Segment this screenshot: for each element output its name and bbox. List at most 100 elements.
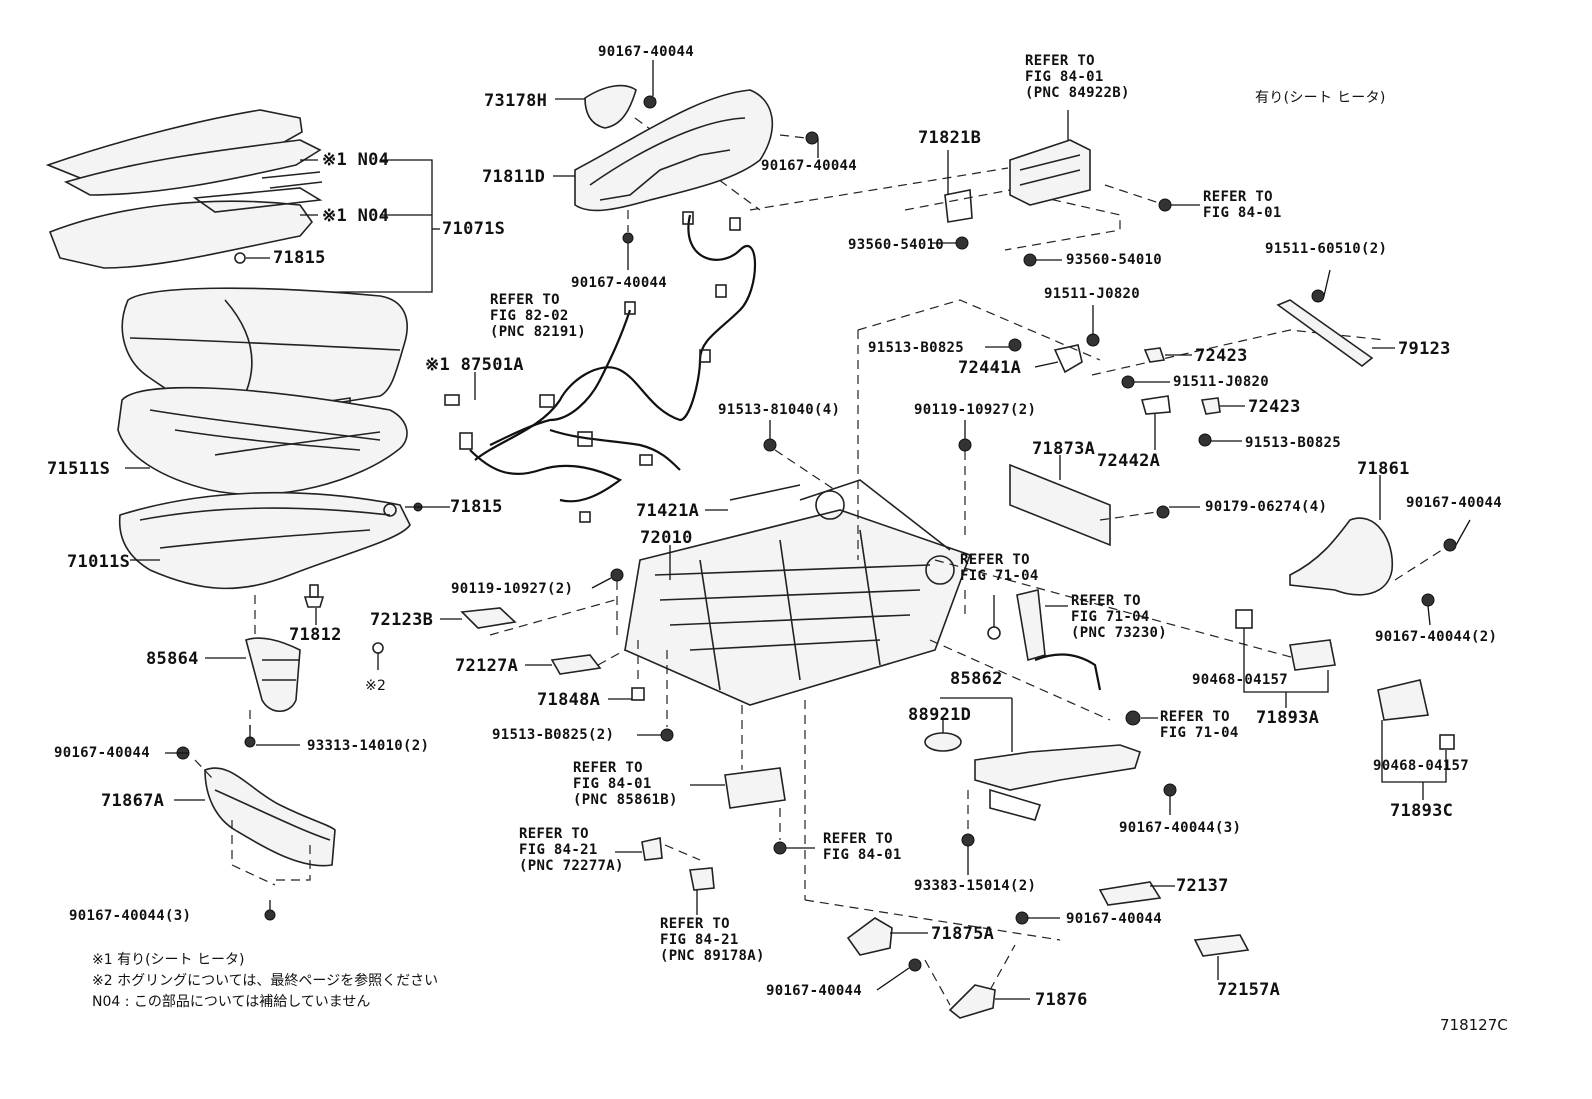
part-label-72423[interactable]: 72423 (1195, 346, 1248, 366)
part-label-93560-54010[interactable]: 93560-54010 (848, 237, 945, 253)
part-label-71421A[interactable]: 71421A (636, 501, 700, 521)
part-label-91513-b0825[interactable]: 91513-B0825(2) (492, 727, 615, 743)
part-label-71011S[interactable]: 71011S (67, 552, 131, 572)
part-label-71875A[interactable]: 71875A (931, 924, 995, 944)
part-label-90468-04157[interactable]: 90468-04157 (1192, 672, 1289, 688)
link-bar-79123 (1276, 299, 1374, 368)
cover-71875A (846, 917, 893, 956)
part-label-n04[interactable]: ※1 N04 (322, 206, 390, 226)
part-label-93383-15014[interactable]: 93383-15014(2) (914, 878, 1037, 894)
pad-72157A (1193, 934, 1250, 957)
recliner-cover-71861 (1289, 517, 1394, 596)
part-label-72010[interactable]: 72010 (640, 528, 693, 548)
part-label-93313-14010[interactable]: 93313-14010(2) (307, 738, 430, 754)
seat-heater-element-upper (45, 109, 322, 196)
part-label-90167-40044[interactable]: 90167-40044(3) (1119, 820, 1242, 836)
part-label-90167-40044[interactable]: 90167-40044(3) (69, 908, 192, 924)
rail-cover-71873A (1009, 463, 1111, 547)
part-label-90119-10927[interactable]: 90119-10927(2) (914, 402, 1037, 418)
part-label-71811D[interactable]: 71811D (482, 167, 546, 187)
part-label-72423[interactable]: 72423 (1248, 397, 1301, 417)
bushing-72423 (1143, 347, 1166, 363)
part-label-71873A[interactable]: 71873A (1032, 439, 1096, 459)
part-label-71848A[interactable]: 71848A (537, 690, 601, 710)
part-label-73178H[interactable]: 73178H (484, 91, 548, 111)
shield-cover-73178H (584, 84, 637, 129)
part-label-n04[interactable]: ※1 N04 (322, 150, 390, 170)
part-label-71511S[interactable]: 71511S (47, 459, 111, 479)
spring-72441A (1053, 344, 1083, 374)
part-label-93560-54010[interactable]: 93560-54010 (1066, 252, 1163, 268)
seat-wire-harness (444, 211, 756, 523)
seat-heater-condition-label: 有り(シート ヒータ) (1255, 90, 1386, 106)
part-label-85862[interactable]: 85862 (950, 669, 1003, 689)
connector-72277A (641, 837, 663, 861)
sensor-71893A (1289, 639, 1336, 671)
screw-icon (1156, 505, 1170, 519)
part-label-71071S[interactable]: 71071S (442, 219, 506, 239)
part-label-90167-40044[interactable]: 90167-40044 (761, 158, 858, 174)
part-label-72127A[interactable]: 72127A (455, 656, 519, 676)
part-label-91511-j0820[interactable]: 91511-J0820 (1173, 374, 1270, 390)
part-label-88921D[interactable]: 88921D (908, 705, 972, 725)
bracket-71821B (944, 189, 973, 223)
control-module (724, 767, 786, 809)
part-label-90119-10927[interactable]: 90119-10927(2) (451, 581, 574, 597)
part-label-90167-40044[interactable]: 90167-40044 (571, 275, 668, 291)
nut-icon (1125, 710, 1141, 726)
part-label-85864[interactable]: 85864 (146, 649, 199, 669)
screw-90167-icon (165, 746, 190, 760)
seat-heater-element-lower (48, 171, 323, 269)
part-label-72441A[interactable]: 72441A (958, 358, 1022, 378)
sensor-71893C (1377, 679, 1429, 721)
part-label-72137[interactable]: 72137 (1176, 876, 1229, 896)
part-label-90167-40044[interactable]: 90167-40044 (766, 983, 863, 999)
figure-number: 718127C (1440, 1016, 1508, 1034)
part-label-90468-04157[interactable]: 90468-04157 (1373, 758, 1470, 774)
part-label-71867A[interactable]: 71867A (101, 791, 165, 811)
part-label-72123B[interactable]: 72123B (370, 610, 434, 630)
part-label-90167-40044[interactable]: 90167-40044 (54, 745, 151, 761)
part-label-91513-b0825[interactable]: 91513-B0825 (868, 340, 965, 356)
clip-71812 (303, 584, 325, 608)
part-label-91513-b0825[interactable]: 91513-B0825 (1245, 435, 1342, 451)
part-label-71815[interactable]: 71815 (273, 248, 326, 268)
part-label-90167-40044[interactable]: 90167-40044 (1406, 495, 1503, 511)
part-label-71812[interactable]: 71812 (289, 625, 342, 645)
part-label-90167-40044[interactable]: 90167-40044 (598, 44, 695, 60)
part-label-91511-60510[interactable]: 91511-60510(2) (1265, 241, 1388, 257)
pad-72137 (1098, 881, 1162, 906)
seat-side-shield (574, 89, 774, 212)
hog-ring-note-marker: ※2 (365, 678, 387, 694)
part-label-71821B[interactable]: 71821B (918, 128, 982, 148)
part-label-91511-j0820[interactable]: 91511-J0820 (1044, 286, 1141, 302)
part-label-71861[interactable]: 71861 (1357, 459, 1410, 479)
part-label-72157A[interactable]: 72157A (1217, 980, 1281, 1000)
part-label-71893C[interactable]: 71893C (1390, 801, 1454, 821)
footnote-hog-ring: ※2 ホグリングについては、最終ページを参照ください (92, 973, 439, 989)
part-label-72442A[interactable]: 72442A (1097, 451, 1161, 471)
part-label-87501A[interactable]: ※1 87501A (425, 355, 524, 375)
screw-icon (643, 95, 657, 109)
part-label-90179-06274[interactable]: 90179-06274(4) (1205, 499, 1328, 515)
part-label-71876[interactable]: 71876 (1035, 990, 1088, 1010)
part-label-71815[interactable]: 71815 (450, 497, 503, 517)
part-label-79123[interactable]: 79123 (1398, 339, 1451, 359)
part-label-90167-40044[interactable]: 90167-40044 (1066, 911, 1163, 927)
part-label-91513-81040[interactable]: 91513-81040(4) (718, 402, 841, 418)
bushing-72423 (1200, 397, 1221, 415)
hog-ring-clip-icon (234, 252, 246, 264)
part-label-90167-40044[interactable]: 90167-40044(2) (1375, 629, 1498, 645)
part-label-71893A[interactable]: 71893A (1256, 708, 1320, 728)
